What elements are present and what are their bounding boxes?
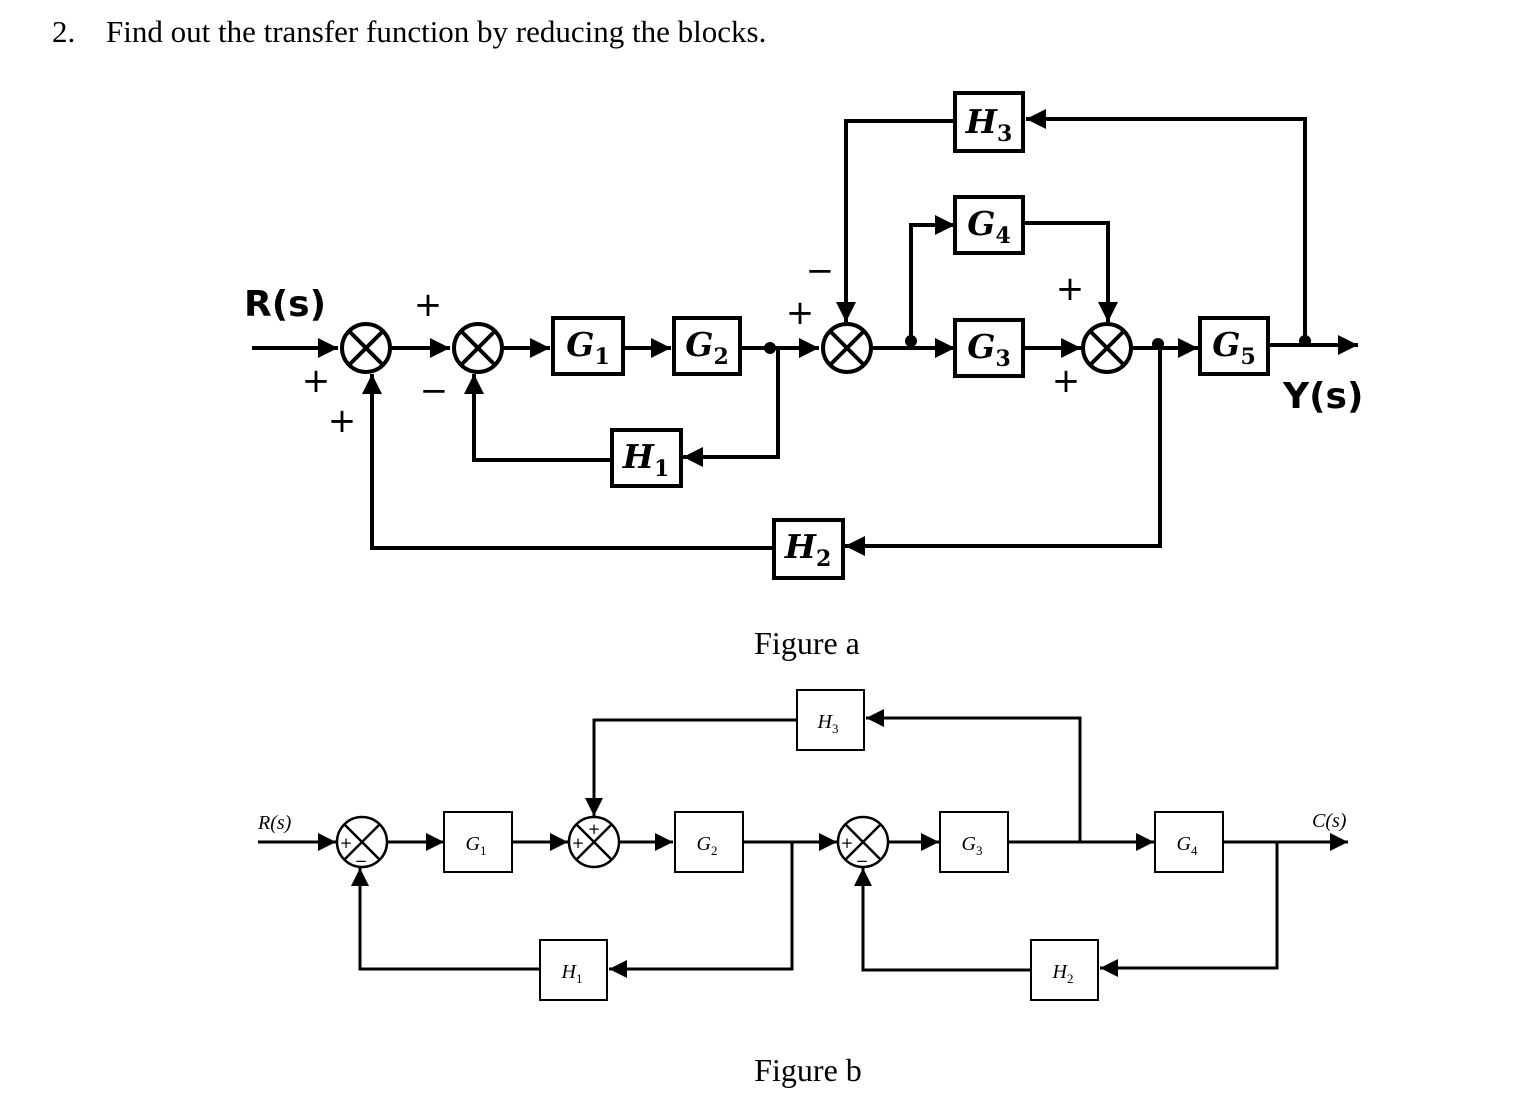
fb-sign-sum3-fb: − — [856, 852, 869, 870]
fa-sign-sum1-top: + — [414, 285, 443, 325]
fa-block-h1 — [610, 428, 683, 488]
fa-block-g2 — [672, 316, 742, 376]
fa-block-g5 — [1198, 316, 1270, 376]
fb-sign-sum1-fb: − — [355, 852, 368, 870]
fa-g4-branch-in — [909, 215, 955, 348]
fa-summing-junction-1 — [340, 322, 392, 374]
fb-sign-sum2-top: + — [588, 820, 601, 838]
fb-caption: Figure b — [754, 1052, 862, 1088]
fb-label-g3: G3 — [962, 833, 983, 858]
fb-summing-junction-2 — [567, 815, 621, 869]
fa-input-label: R(s) — [244, 284, 326, 325]
fa-label-h2: H2 — [784, 527, 832, 572]
fa-sign-sum2-fb: − — [420, 371, 449, 411]
fa-block-g1 — [551, 316, 625, 376]
fa-sign-sum1-in: + — [302, 361, 331, 401]
fb-label-h2: H2 — [1052, 961, 1074, 986]
fa-takeoff-point-sum4 — [1152, 338, 1164, 350]
fb-sign-sum2-in: + — [572, 834, 585, 852]
figure-a: G1 G2 G3 G4 H3 G5 H1 H2 R(s) Y(s) + + + … — [244, 91, 1363, 661]
fb-block-g2 — [674, 811, 744, 873]
fb-block-g3 — [939, 811, 1009, 873]
fb-block-h3 — [796, 689, 865, 751]
fa-sign-sum3-fb: − — [806, 251, 835, 291]
fb-block-g1 — [443, 811, 513, 873]
question-number: 2. — [52, 14, 76, 49]
fb-block-h2 — [1030, 939, 1099, 1001]
fa-label-g1: G1 — [566, 325, 610, 370]
fa-summing-junction-4 — [1081, 322, 1133, 374]
fa-label-h3: H3 — [965, 102, 1013, 147]
fa-sign-sum4-in: + — [1052, 361, 1081, 401]
fa-caption: Figure a — [754, 625, 860, 661]
question-text: 2. Find out the transfer function by redu… — [52, 14, 766, 50]
fa-h1-feedback-out — [464, 374, 612, 462]
question-body: Find out the transfer function by reduci… — [106, 14, 767, 49]
fb-label-h1: H1 — [561, 961, 583, 986]
fa-block-h2 — [772, 518, 845, 580]
fb-h3-feedback-out — [585, 718, 797, 816]
fb-input-label: R(s) — [257, 812, 292, 834]
fa-takeoff-point-output — [1299, 335, 1311, 347]
fa-sign-sum3-in: + — [786, 293, 815, 333]
fb-h2-feedback-in — [1100, 842, 1279, 977]
fb-h3-feedback-in — [866, 709, 1082, 842]
fa-h3-feedback-out — [836, 119, 955, 322]
fa-summing-junction-3 — [821, 322, 873, 374]
fa-label-g3: G3 — [967, 327, 1011, 372]
fa-takeoff-point-g2 — [764, 342, 776, 354]
fa-takeoff-point-sum3 — [905, 335, 917, 347]
fb-label-h3: H3 — [817, 711, 839, 736]
fa-sign-sum1-fb: + — [328, 401, 357, 441]
fb-sign-sum3-in: + — [841, 834, 854, 852]
fa-h2-feedback-out — [362, 374, 774, 550]
fa-label-g5: G5 — [1212, 325, 1256, 370]
fa-summing-junction-2 — [452, 322, 504, 374]
fa-h3-feedback-in — [1026, 109, 1307, 345]
fb-label-g1: G1 — [466, 833, 487, 858]
fa-sign-sum4-top: + — [1056, 269, 1085, 309]
fa-output-label: Y(s) — [1282, 376, 1363, 417]
fb-label-g4: G4 — [1177, 833, 1198, 858]
fa-label-h1: H1 — [622, 437, 670, 482]
fb-sign-sum1-in: + — [340, 834, 353, 852]
fa-block-g3 — [953, 318, 1025, 378]
fa-label-g2: G2 — [685, 325, 729, 370]
fb-h2-feedback-out — [854, 868, 1031, 972]
fa-block-g4 — [953, 195, 1025, 255]
fb-h1-feedback-in — [609, 842, 794, 978]
fb-block-h1 — [539, 939, 608, 1001]
fb-summing-junction-1 — [335, 815, 389, 869]
fa-block-h3 — [953, 91, 1025, 153]
fb-summing-junction-3 — [836, 815, 890, 869]
fa-label-g4: G4 — [967, 204, 1011, 249]
fb-block-g4 — [1154, 811, 1224, 873]
fb-output-label: C(s) — [1312, 810, 1347, 832]
fa-g4-branch-out — [1023, 221, 1118, 322]
fb-h1-feedback-out — [351, 868, 540, 971]
fb-label-g2: G2 — [697, 833, 718, 858]
figure-b: G1 G2 G3 G4 H3 H1 H2 R(s) C(s) + − + + +… — [257, 689, 1348, 1088]
